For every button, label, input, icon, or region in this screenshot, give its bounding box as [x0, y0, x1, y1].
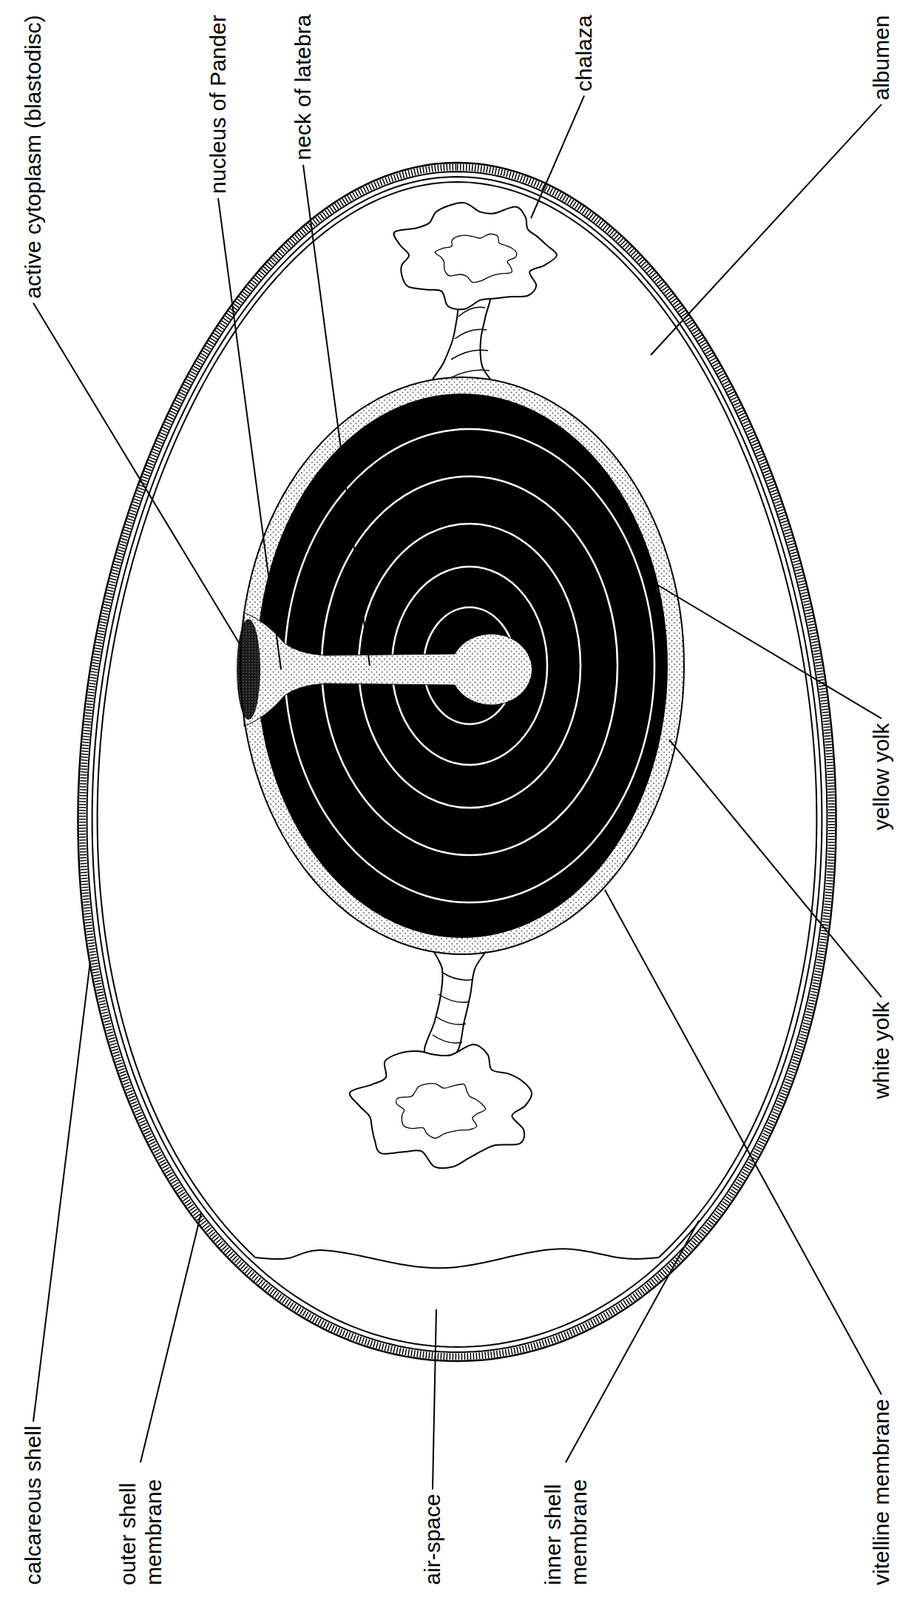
shell-inner-edge	[87, 171, 828, 1352]
leader-line	[432, 1308, 437, 1490]
leader-line	[669, 739, 882, 997]
leader-line	[656, 584, 882, 719]
shell-outline	[77, 162, 836, 1361]
part-label: white yolk	[868, 1001, 895, 1099]
part-label: vitelline membrane	[868, 1398, 895, 1585]
leader-line	[650, 104, 882, 355]
chalaza-cloud	[349, 1044, 532, 1168]
part-label: air-space	[420, 1493, 446, 1585]
part-label: active cytoplasm (blastodisc)	[20, 14, 47, 299]
leader-line	[303, 164, 370, 666]
part-label: yellow yolk	[868, 722, 895, 830]
part-label: neck of latebra	[290, 14, 317, 161]
chalaza-twist	[432, 1034, 463, 1043]
air-space-membrane	[255, 1248, 659, 1268]
part-label: calcareous shell	[20, 1425, 47, 1585]
chalaza-twist	[438, 993, 470, 1002]
white-yolk-layer	[240, 377, 685, 954]
inner-shell-membrane	[97, 181, 818, 1258]
leader-line	[33, 961, 91, 1422]
leader-line	[565, 1220, 699, 1462]
vitelline-membrane	[240, 377, 685, 954]
leader-line	[530, 95, 585, 219]
chalaza-twist	[435, 1016, 466, 1025]
chalaza-fold	[434, 233, 517, 282]
part-label: inner shell membrane	[540, 1466, 592, 1585]
part-label: albumen	[868, 14, 895, 100]
part-label: outer shell membrane	[115, 1466, 167, 1585]
egg-drawing	[77, 162, 836, 1361]
chalaza-fold	[396, 1083, 486, 1139]
outer-shell-membrane	[92, 176, 823, 1347]
chalaza-cloud	[394, 202, 557, 310]
part-label: nucleus of Pander	[205, 14, 232, 194]
chalaza-twist	[441, 971, 474, 980]
latebra	[244, 612, 532, 727]
leader-line	[140, 1212, 202, 1462]
leader-lines	[33, 95, 882, 1489]
leader-line	[604, 889, 882, 1394]
chalaza-twist	[454, 329, 487, 339]
part-label: chalaza	[571, 14, 598, 91]
leader-line	[218, 198, 282, 670]
shell-hatching	[82, 167, 832, 1357]
chalaza-rope	[424, 937, 489, 1058]
leader-line	[33, 302, 241, 645]
chalaza-twist	[451, 349, 489, 360]
